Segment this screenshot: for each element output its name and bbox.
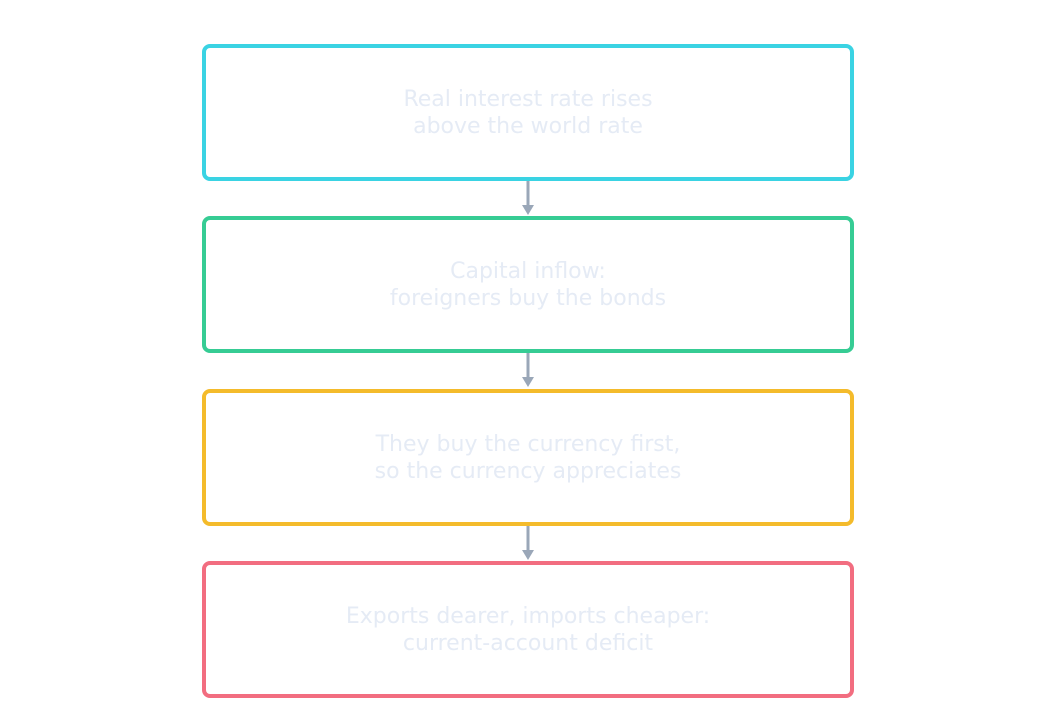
- down-arrow-icon: [522, 181, 534, 215]
- down-arrow-icon: [522, 526, 534, 560]
- step-line: so the currency appreciates: [374, 458, 682, 484]
- step-text: Capital inflow: foreigners buy the bonds: [390, 258, 666, 312]
- step-line: Real interest rate rises: [403, 86, 653, 112]
- down-arrow-icon: [522, 353, 534, 387]
- step-line: Capital inflow:: [450, 258, 606, 284]
- step-line: above the world rate: [413, 113, 643, 139]
- step-box-current-account-deficit: Exports dearer, imports cheaper: current…: [202, 561, 854, 698]
- step-line: They buy the currency first,: [375, 431, 681, 457]
- step-box-capital-inflow: Capital inflow: foreigners buy the bonds: [202, 216, 854, 353]
- step-text: Real interest rate rises above the world…: [403, 86, 652, 140]
- step-box-currency-appreciates: They buy the currency first, so the curr…: [202, 389, 854, 526]
- step-text: They buy the currency first, so the curr…: [375, 431, 682, 485]
- step-box-real-rate-rises: Real interest rate rises above the world…: [202, 44, 854, 181]
- step-text: Exports dearer, imports cheaper: current…: [346, 603, 710, 657]
- step-line: foreigners buy the bonds: [389, 285, 667, 311]
- step-line: Exports dearer, imports cheaper:: [345, 603, 711, 629]
- step-line: current-account deficit: [402, 630, 654, 656]
